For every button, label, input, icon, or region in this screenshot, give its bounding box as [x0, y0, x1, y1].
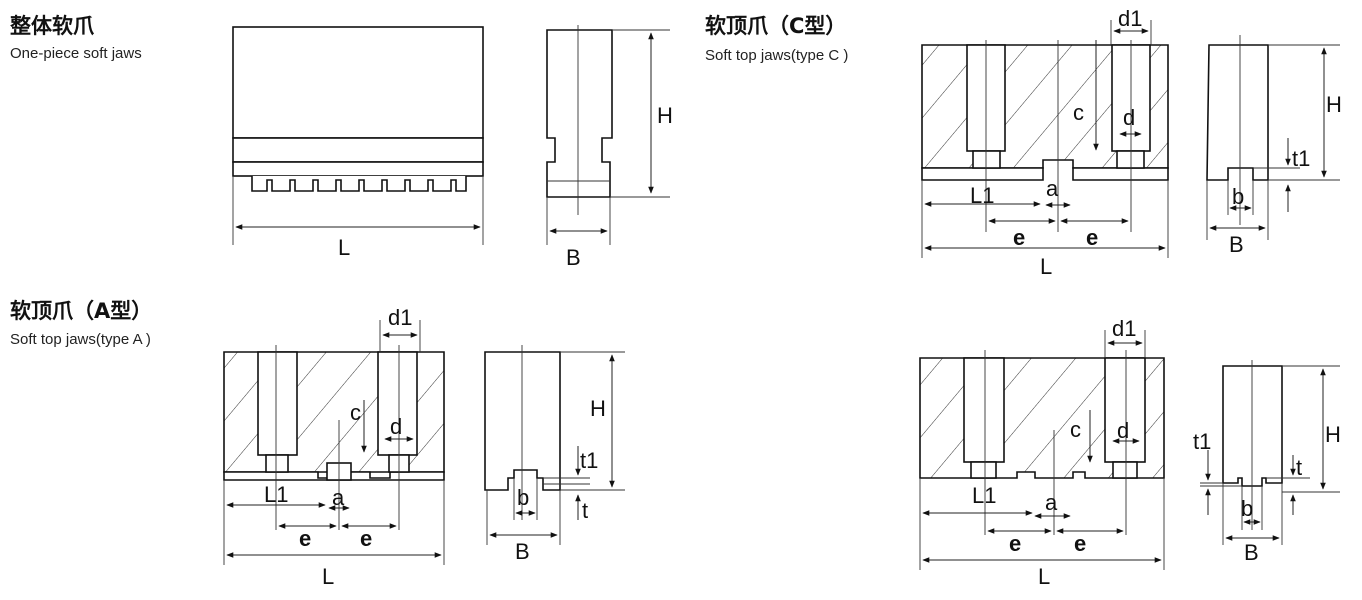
- dim-d-label: d: [1117, 418, 1129, 443]
- dim-H-label: H: [1325, 422, 1341, 447]
- type-c-title-en: Soft top jaws(type C ): [705, 47, 849, 64]
- dim-e-label: e: [1013, 225, 1025, 250]
- type-a-title-cn: 软顶爪（A型）: [10, 299, 153, 323]
- dim-L1-label: L1: [264, 482, 288, 507]
- one-piece-front-view: L: [232, 26, 484, 260]
- dim-B-label: B: [1229, 232, 1244, 257]
- dim-B-label: B: [515, 539, 530, 564]
- dim-a-label: a: [332, 485, 345, 510]
- type-c-front-view: d1 c d L1 a e e L: [921, 6, 1169, 279]
- type-a-side-view: H t1 t b B: [484, 345, 625, 564]
- dim-e-label: e: [299, 526, 311, 551]
- type-a-front-view: d1 c d L1 a e e L: [223, 305, 445, 589]
- dim-L-label: L: [1038, 564, 1050, 589]
- dim-L-label: L: [338, 235, 350, 260]
- dim-e-label: e: [1074, 531, 1086, 556]
- one-piece-title-cn: 整体软爪: [10, 14, 94, 38]
- dim-L-label: L: [1040, 254, 1052, 279]
- type-c-side-view: H t1 b B: [1206, 35, 1342, 257]
- dim-H-label: H: [590, 396, 606, 421]
- dim-b-label: b: [517, 485, 529, 510]
- dim-d-label: d: [1123, 105, 1135, 130]
- dim-B-label: B: [566, 245, 581, 270]
- dim-L1-label: L1: [972, 483, 996, 508]
- dim-B-label: B: [1244, 540, 1259, 565]
- dim-b-label: b: [1232, 184, 1244, 209]
- dim-e-label: e: [360, 526, 372, 551]
- dim-H-label: H: [657, 103, 673, 128]
- dim-t-label: t: [582, 498, 588, 523]
- dim-L-label: L: [322, 564, 334, 589]
- dim-t1-label: t1: [580, 448, 598, 473]
- dim-t1-label: t1: [1292, 146, 1310, 171]
- type-b-side-view: H t1 t b B: [1193, 360, 1341, 565]
- dim-a-label: a: [1046, 176, 1059, 201]
- dim-H-label: H: [1326, 92, 1342, 117]
- dim-d-label: d: [390, 414, 402, 439]
- dim-d1-label: d1: [1112, 316, 1136, 341]
- dim-a-label: a: [1045, 490, 1058, 515]
- one-piece-title-en: One-piece soft jaws: [10, 45, 142, 62]
- dim-t1-label: t1: [1193, 429, 1211, 454]
- dim-t-label: t: [1296, 455, 1302, 480]
- dim-b-label: b: [1241, 496, 1253, 521]
- dim-L1-label: L1: [970, 183, 994, 208]
- dim-c-label: c: [1073, 100, 1084, 125]
- type-c-title-cn: 软顶爪（C型）: [705, 14, 847, 38]
- dim-e-label: e: [1086, 225, 1098, 250]
- dim-d1-label: d1: [388, 305, 412, 330]
- dim-c-label: c: [1070, 417, 1081, 442]
- type-a-title-en: Soft top jaws(type A ): [10, 331, 151, 348]
- one-piece-side-view: H B: [546, 25, 673, 270]
- dim-c-label: c: [350, 400, 361, 425]
- dim-e-label: e: [1009, 531, 1021, 556]
- dim-d1-label: d1: [1118, 6, 1142, 31]
- type-b-front-view: d1 c d L1 a e e L: [919, 316, 1165, 589]
